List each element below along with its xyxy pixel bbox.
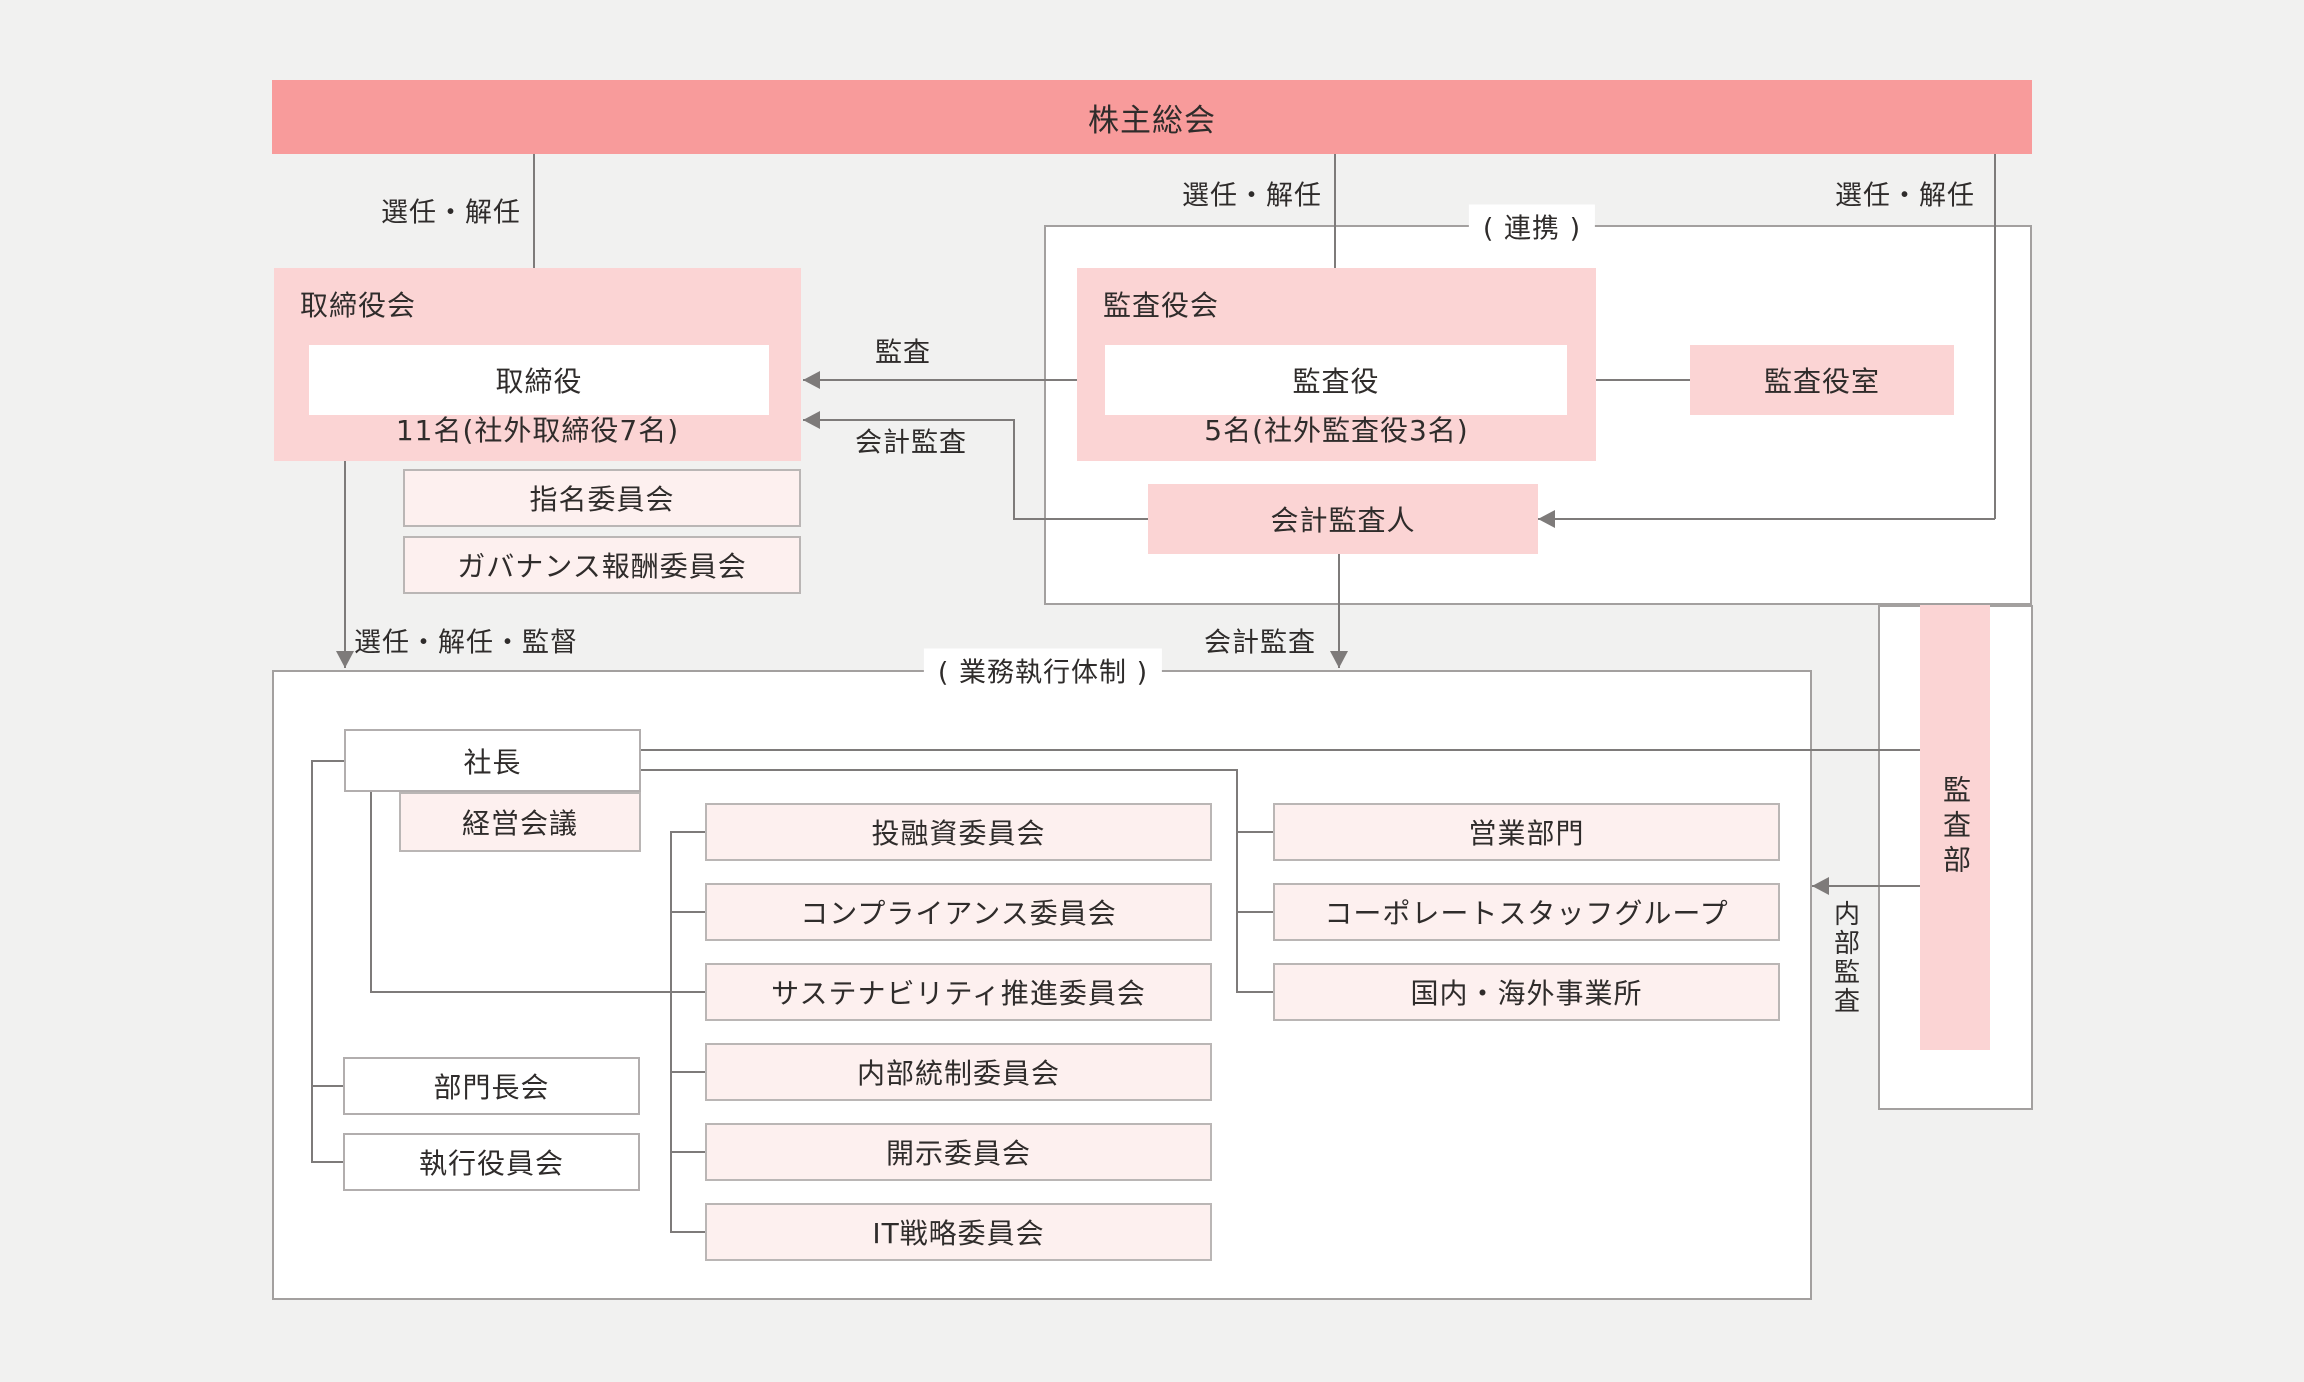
shareholders-meeting-label: 株主総会 [1088,102,1216,139]
compliance-committee-label: コンプライアンス委員会 [800,897,1117,930]
cooperation-label: ( 連携 ) [1468,204,1596,248]
disclosure-committee-box: 開示委員会 [705,1123,1212,1181]
connector-stub-committee6 [670,1231,707,1233]
audit-department-label: 監査部 [1939,775,1972,880]
sustainability-committee-box: サステナビリティ推進委員会 [705,963,1212,1021]
accounting-audit-bottom-label: 会計監査 [1204,627,1316,659]
connector-stub-division1 [1236,831,1275,833]
appoint-dismiss-left-label: 選任・解任 [381,197,521,229]
arrowhead-audit [803,371,820,389]
connector-auditor-office [1567,379,1690,381]
internal-control-committee-box: 内部統制委員会 [705,1043,1212,1101]
audit-board-title: 監査役会 [1103,289,1220,322]
board-of-directors-note: 11名(社外取締役7名) [395,414,680,447]
connector-acct-audit-v [1013,419,1015,519]
connector-stub-division2 [1236,911,1275,913]
shareholders-meeting-box: 株主総会 [272,80,2032,154]
connector-audit-arrow [803,379,1105,381]
appoint-dismiss-right-label: 選任・解任 [1835,180,1975,212]
governance-compensation-committee-label: ガバナンス報酬委員会 [457,550,747,583]
connector-stub-committee5 [670,1151,707,1153]
arrowhead-appoint-auditor [1538,510,1555,528]
appoint-dismiss-middle-label: 選任・解任 [1182,180,1322,212]
connector-stub-committee4 [670,1071,707,1073]
connector-right-appoint-v [1994,154,1996,519]
business-execution-label: ( 業務執行体制 ) [923,648,1163,692]
arrowhead-internal-audit [1812,877,1829,895]
connector-stub-committee1 [670,831,707,833]
directors-label: 取締役 [495,365,583,398]
executive-officers-meeting-label: 執行役員会 [418,1147,564,1180]
connector-banner-to-director [533,154,535,343]
connector-sustain-h [370,991,707,993]
arrowhead-acct-audit [803,411,820,429]
domestic-overseas-offices-box: 国内・海外事業所 [1273,963,1780,1021]
connector-committee-spine [670,831,672,1233]
connector-president-left-stub [312,760,346,762]
connector-auditor-down [1338,554,1340,668]
appoint-dismiss-supervise-label: 選任・解任・監督 [354,627,578,659]
sustainability-committee-label: サステナビリティ推進委員会 [771,977,1146,1010]
connector-internal-audit [1812,885,1920,887]
connector-president-bottom-v [370,792,372,992]
president-box: 社長 [344,729,641,792]
sales-division-label: 営業部門 [1468,817,1585,850]
disclosure-committee-label: 開示委員会 [885,1137,1031,1170]
connector-banner-to-auditor [1334,154,1336,343]
audit-label: 監査 [875,337,931,369]
audit-office-label: 監査役室 [1763,365,1880,398]
corporate-staff-group-label: コーポレートスタッフグループ [1324,897,1729,930]
connector-president-right-h [641,769,1238,771]
internal-audit-label: 内部監査 [1829,900,1860,1016]
auditors-box: 監査役 [1105,345,1567,415]
accounting-audit-top-label: 会計監査 [855,427,967,459]
corporate-staff-group-box: コーポレートスタッフグループ [1273,883,1780,941]
investment-committee-label: 投融資委員会 [871,817,1046,850]
directors-box: 取締役 [309,345,769,415]
connector-stub-shikko [311,1161,345,1163]
board-of-directors-title: 取締役会 [300,289,417,322]
management-meeting-box: 経営会議 [399,792,641,852]
investment-committee-box: 投融資委員会 [705,803,1212,861]
audit-department-box: 監査部 [1920,605,1990,1050]
executive-officers-meeting-box: 執行役員会 [343,1133,640,1191]
accounting-auditor-box: 会計監査人 [1148,484,1538,554]
connector-right-appoint-h [1538,518,1995,520]
division-head-meeting-box: 部門長会 [343,1057,640,1115]
arrowhead-supervise [336,651,354,668]
audit-board-note: 5名(社外監査役3名) [1204,414,1469,447]
accounting-auditor-label: 会計監査人 [1270,504,1416,537]
connector-president-to-auditdept [641,749,1920,751]
division-head-meeting-label: 部門長会 [433,1071,550,1104]
compliance-committee-box: コンプライアンス委員会 [705,883,1212,941]
connector-left-spine [311,760,313,1163]
it-strategy-committee-label: IT戦略委員会 [872,1217,1045,1250]
connector-division-spine [1236,769,1238,993]
president-label: 社長 [463,745,522,779]
sales-division-box: 営業部門 [1273,803,1780,861]
connector-stub-bumoncho [311,1085,345,1087]
connector-board-supervise [344,461,346,668]
audit-office-box: 監査役室 [1690,345,1954,415]
connector-stub-division3 [1236,991,1275,993]
governance-compensation-committee-box: ガバナンス報酬委員会 [403,536,801,594]
management-meeting-label: 経営会議 [461,807,578,840]
connector-acct-audit-h2 [1013,518,1148,520]
it-strategy-committee-box: IT戦略委員会 [705,1203,1212,1261]
nomination-committee-box: 指名委員会 [403,469,801,527]
arrowhead-acct-audit-down [1330,651,1348,668]
internal-control-committee-label: 内部統制委員会 [856,1057,1060,1090]
domestic-overseas-offices-label: 国内・海外事業所 [1410,977,1643,1010]
auditors-label: 監査役 [1292,365,1380,398]
connector-stub-committee2 [670,911,707,913]
nomination-committee-label: 指名委員会 [529,483,675,516]
connector-acct-audit-h1 [803,419,1014,421]
